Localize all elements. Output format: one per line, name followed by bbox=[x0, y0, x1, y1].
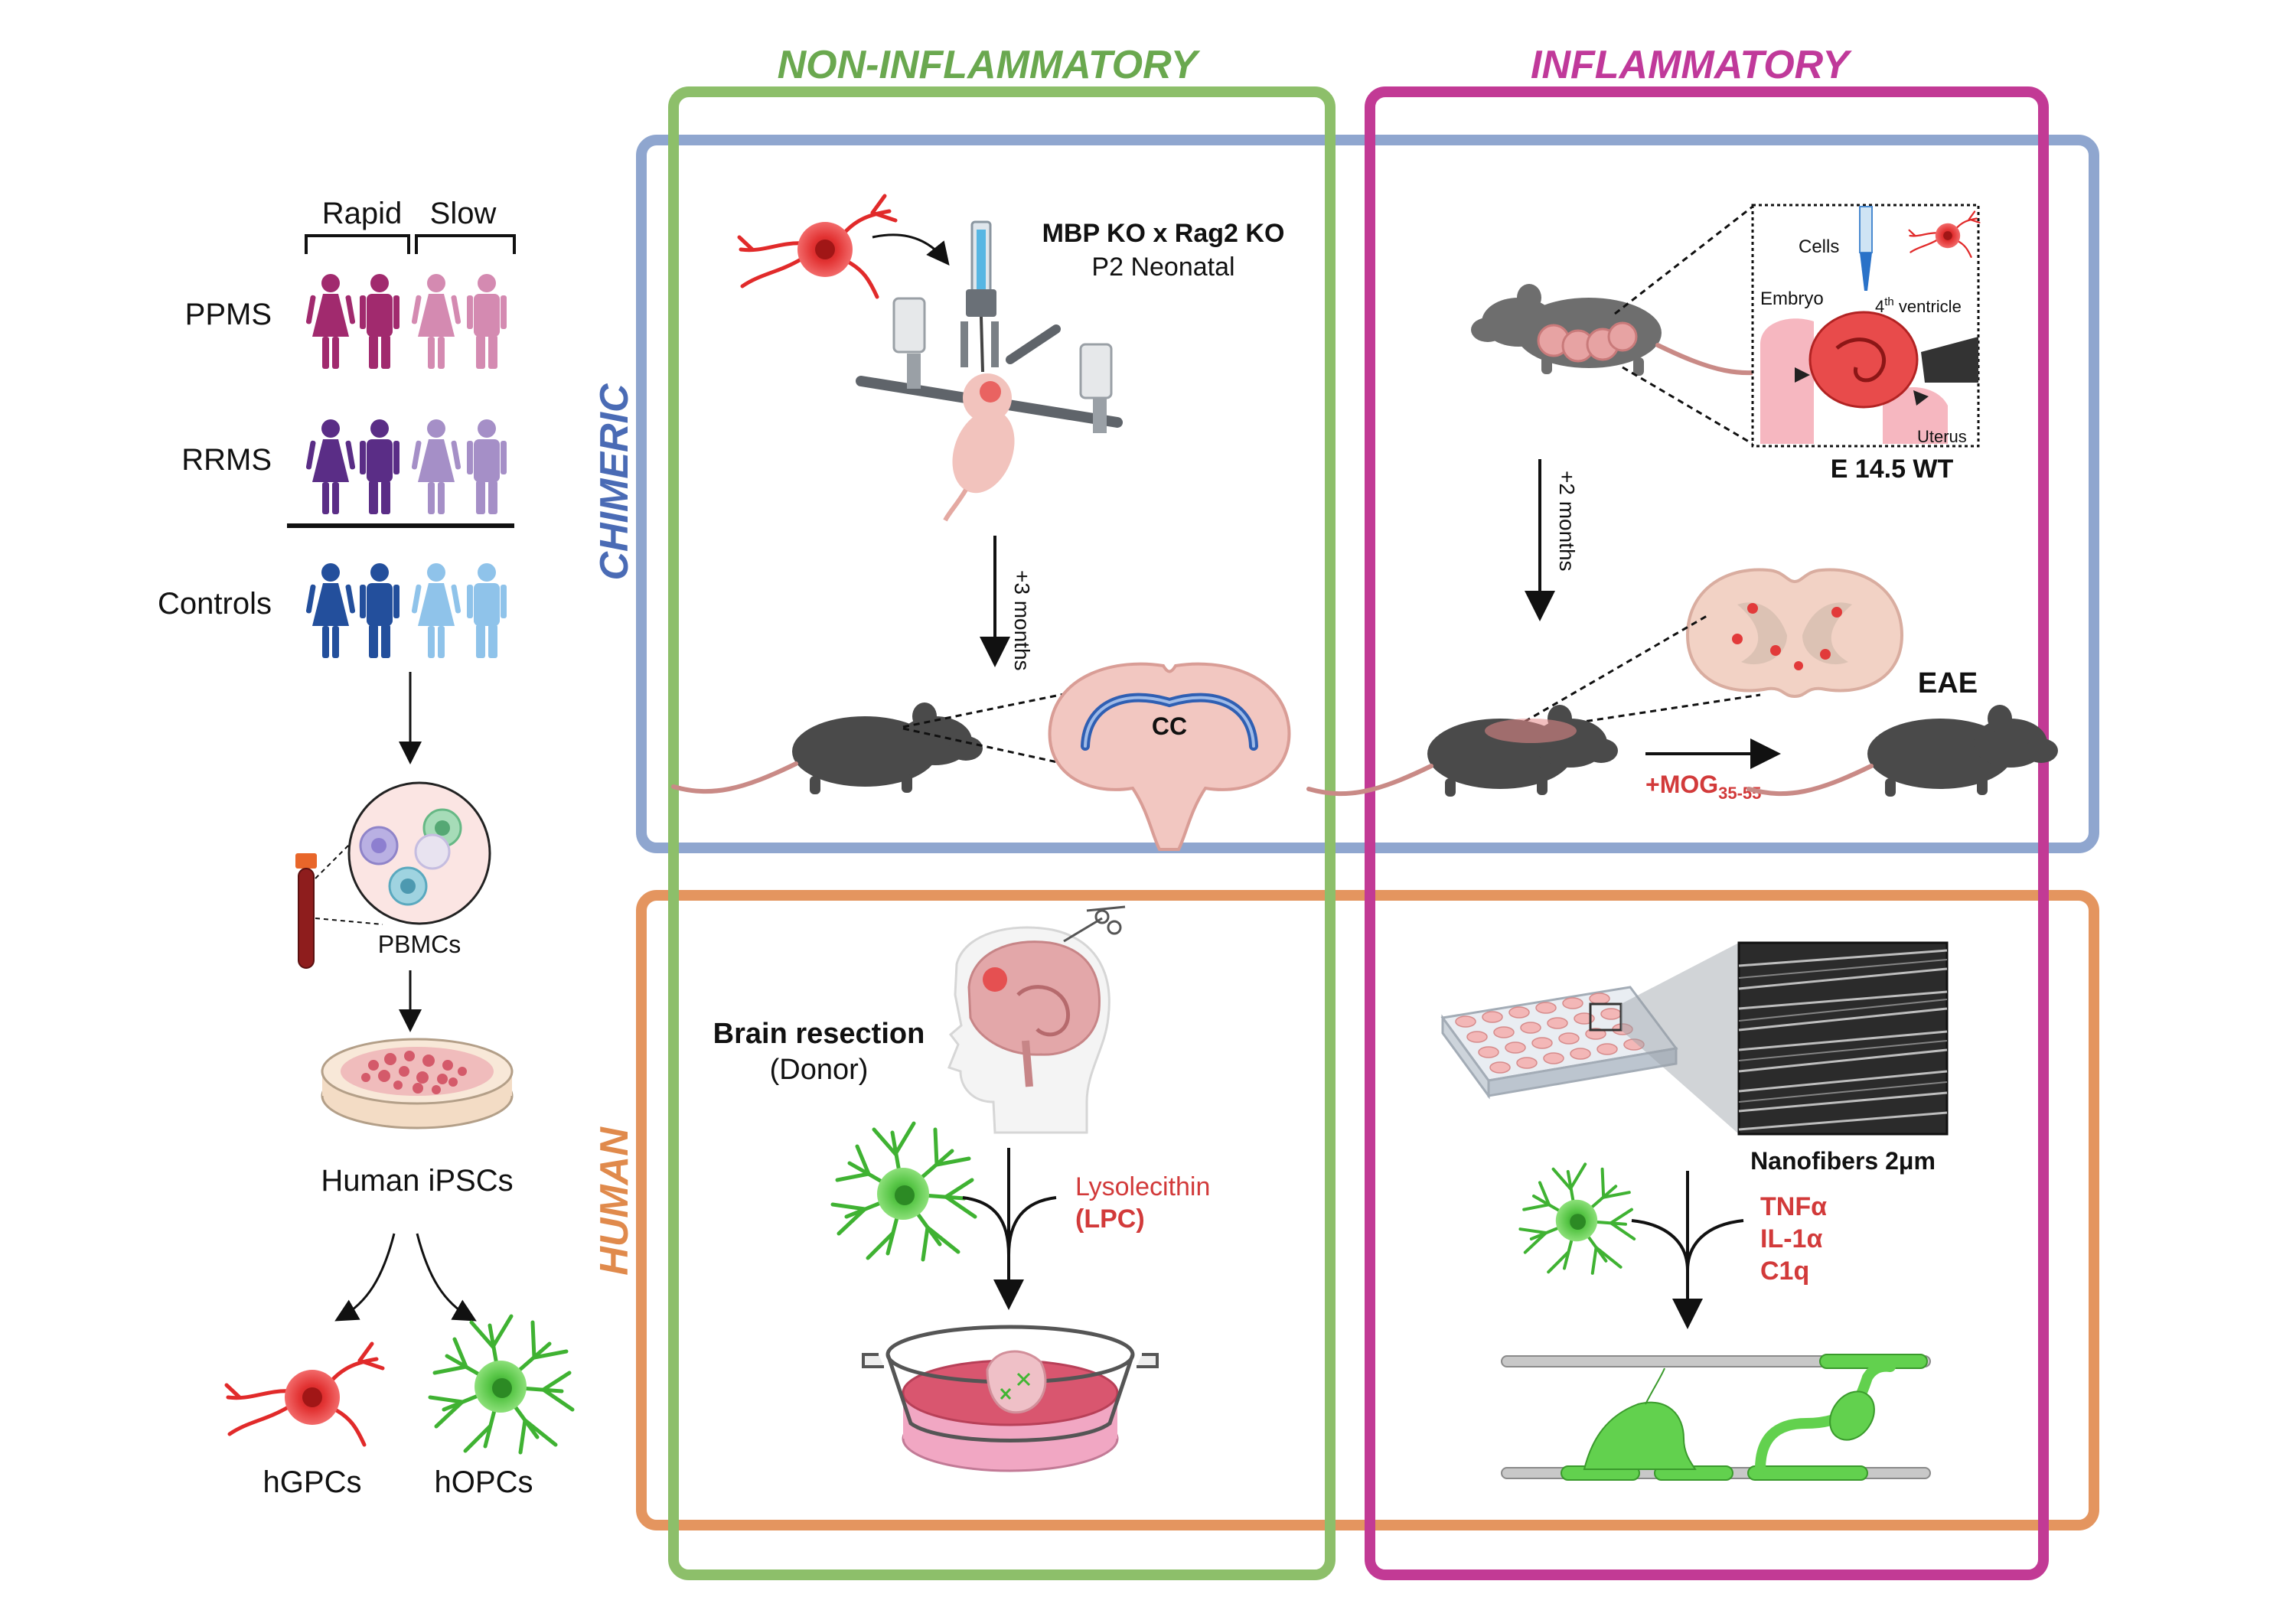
rapid-label: Rapid bbox=[322, 197, 403, 230]
age-label: P2 Neonatal bbox=[1091, 253, 1234, 282]
inflammatory-header: INFLAMMATORY bbox=[1531, 43, 1852, 87]
inflammatory-frame bbox=[1365, 86, 2049, 1580]
glial-progenitor-cell-icon bbox=[739, 196, 895, 297]
controls-label: Controls bbox=[158, 587, 272, 621]
slice-culture-insert-icon bbox=[862, 1325, 1159, 1472]
brain-resection-label: Brain resection bbox=[713, 1018, 925, 1050]
arrow-ipsc-to-hopc bbox=[416, 1233, 477, 1322]
embryo-sacs-icon bbox=[1537, 321, 1638, 363]
donor-label: (Donor) bbox=[770, 1054, 869, 1086]
hopc-cell-icon bbox=[430, 1316, 572, 1452]
magnification-cone bbox=[1621, 943, 1739, 1134]
three-months-label: +3 months bbox=[1010, 570, 1034, 671]
hgpcs-label: hGPCs bbox=[263, 1465, 362, 1499]
embryo-label: Embryo bbox=[1760, 288, 1824, 309]
non-inflammatory-frame bbox=[668, 86, 1336, 1580]
slow-label: Slow bbox=[430, 197, 497, 230]
rrms-group-icon bbox=[305, 419, 507, 514]
two-months-label: +2 months bbox=[1555, 471, 1579, 572]
ppms-group-icon bbox=[305, 274, 507, 369]
hgpc-cell-icon bbox=[227, 1344, 383, 1445]
myelinating-oligodendrocyte-icon bbox=[1501, 1354, 1931, 1481]
spinal-cord-section-icon bbox=[1685, 568, 1904, 699]
ipscs-label: Human iPSCs bbox=[321, 1164, 513, 1198]
arrow-cell-to-injector bbox=[872, 233, 950, 266]
embryonic-stage-label: E 14.5 WT bbox=[1831, 455, 1954, 484]
human-non-inflammatory-panel: Brain resection (Donor) Lysolecithin (LP… bbox=[713, 905, 1210, 1472]
uterus-label: Uterus bbox=[1917, 427, 1967, 446]
non-inflammatory-header: NON-INFLAMMATORY bbox=[778, 43, 1201, 87]
in-utero-injection-inset bbox=[1751, 204, 1981, 448]
opc-cell-icon-inflammatory bbox=[1520, 1164, 1634, 1273]
eae-label: EAE bbox=[1918, 667, 1978, 699]
pbmc-magnified-icon bbox=[347, 781, 491, 925]
tnf-alpha-label: TNFα bbox=[1760, 1192, 1827, 1221]
nanofiber-micrograph bbox=[1737, 941, 1949, 1136]
human-head-brain-icon bbox=[947, 905, 1126, 1134]
pbmcs-label: PBMCs bbox=[378, 931, 461, 958]
il1-alpha-label: IL-1α bbox=[1760, 1224, 1822, 1253]
ventricle-label: 4th ventricle bbox=[1875, 295, 1962, 316]
cohort-panel: Rapid Slow PPMS RRMS Controls bbox=[158, 197, 572, 1499]
opc-cell-icon bbox=[833, 1123, 975, 1260]
blood-tube-icon bbox=[295, 853, 317, 969]
well-plate-icon bbox=[1440, 986, 1678, 1100]
corpus-callosum-label: CC bbox=[1152, 712, 1187, 740]
nanofibers-label: Nanofibers 2μm bbox=[1750, 1147, 1936, 1175]
brain-coronal-section-icon bbox=[1048, 662, 1291, 851]
strain-label: MBP KO x Rag2 KO bbox=[1042, 219, 1285, 248]
controls-group-icon bbox=[305, 563, 507, 658]
lysolecithin-label: Lysolecithin bbox=[1075, 1172, 1210, 1201]
human-inflammatory-panel: Nanofibers 2μm TNFα IL-1α C1q bbox=[1440, 941, 1949, 1481]
neonatal-pup-icon bbox=[943, 373, 1015, 522]
mog-label: +MOG35-55 bbox=[1645, 771, 1761, 803]
ppms-label: PPMS bbox=[185, 298, 272, 331]
adult-mouse-icon bbox=[673, 702, 983, 794]
eae-mouse-icon bbox=[1749, 705, 2058, 797]
rrms-label: RRMS bbox=[181, 443, 272, 477]
arrow-ipsc-to-hgpc bbox=[334, 1233, 396, 1322]
c1q-label: C1q bbox=[1760, 1257, 1809, 1286]
petri-dish-icon bbox=[321, 1038, 514, 1129]
chimeric-inflammatory-panel: Cells Embryo 4th ventricle Uterus E 14.5… bbox=[1309, 204, 2058, 803]
lpc-label: (LPC) bbox=[1075, 1204, 1145, 1234]
stereotaxic-frame-icon bbox=[856, 220, 1123, 433]
slow-bracket bbox=[415, 234, 516, 254]
rapid-bracket bbox=[305, 234, 410, 254]
human-header: HUMAN bbox=[592, 1126, 637, 1276]
hopcs-label: hOPCs bbox=[435, 1465, 533, 1499]
chimeric-header: CHIMERIC bbox=[592, 383, 637, 581]
chimeric-non-inflammatory-panel: MBP KO x Rag2 KO P2 Neonatal +3 months C… bbox=[673, 196, 1291, 851]
chimeric-mouse-icon bbox=[1309, 705, 1618, 797]
cells-label: Cells bbox=[1799, 236, 1839, 257]
